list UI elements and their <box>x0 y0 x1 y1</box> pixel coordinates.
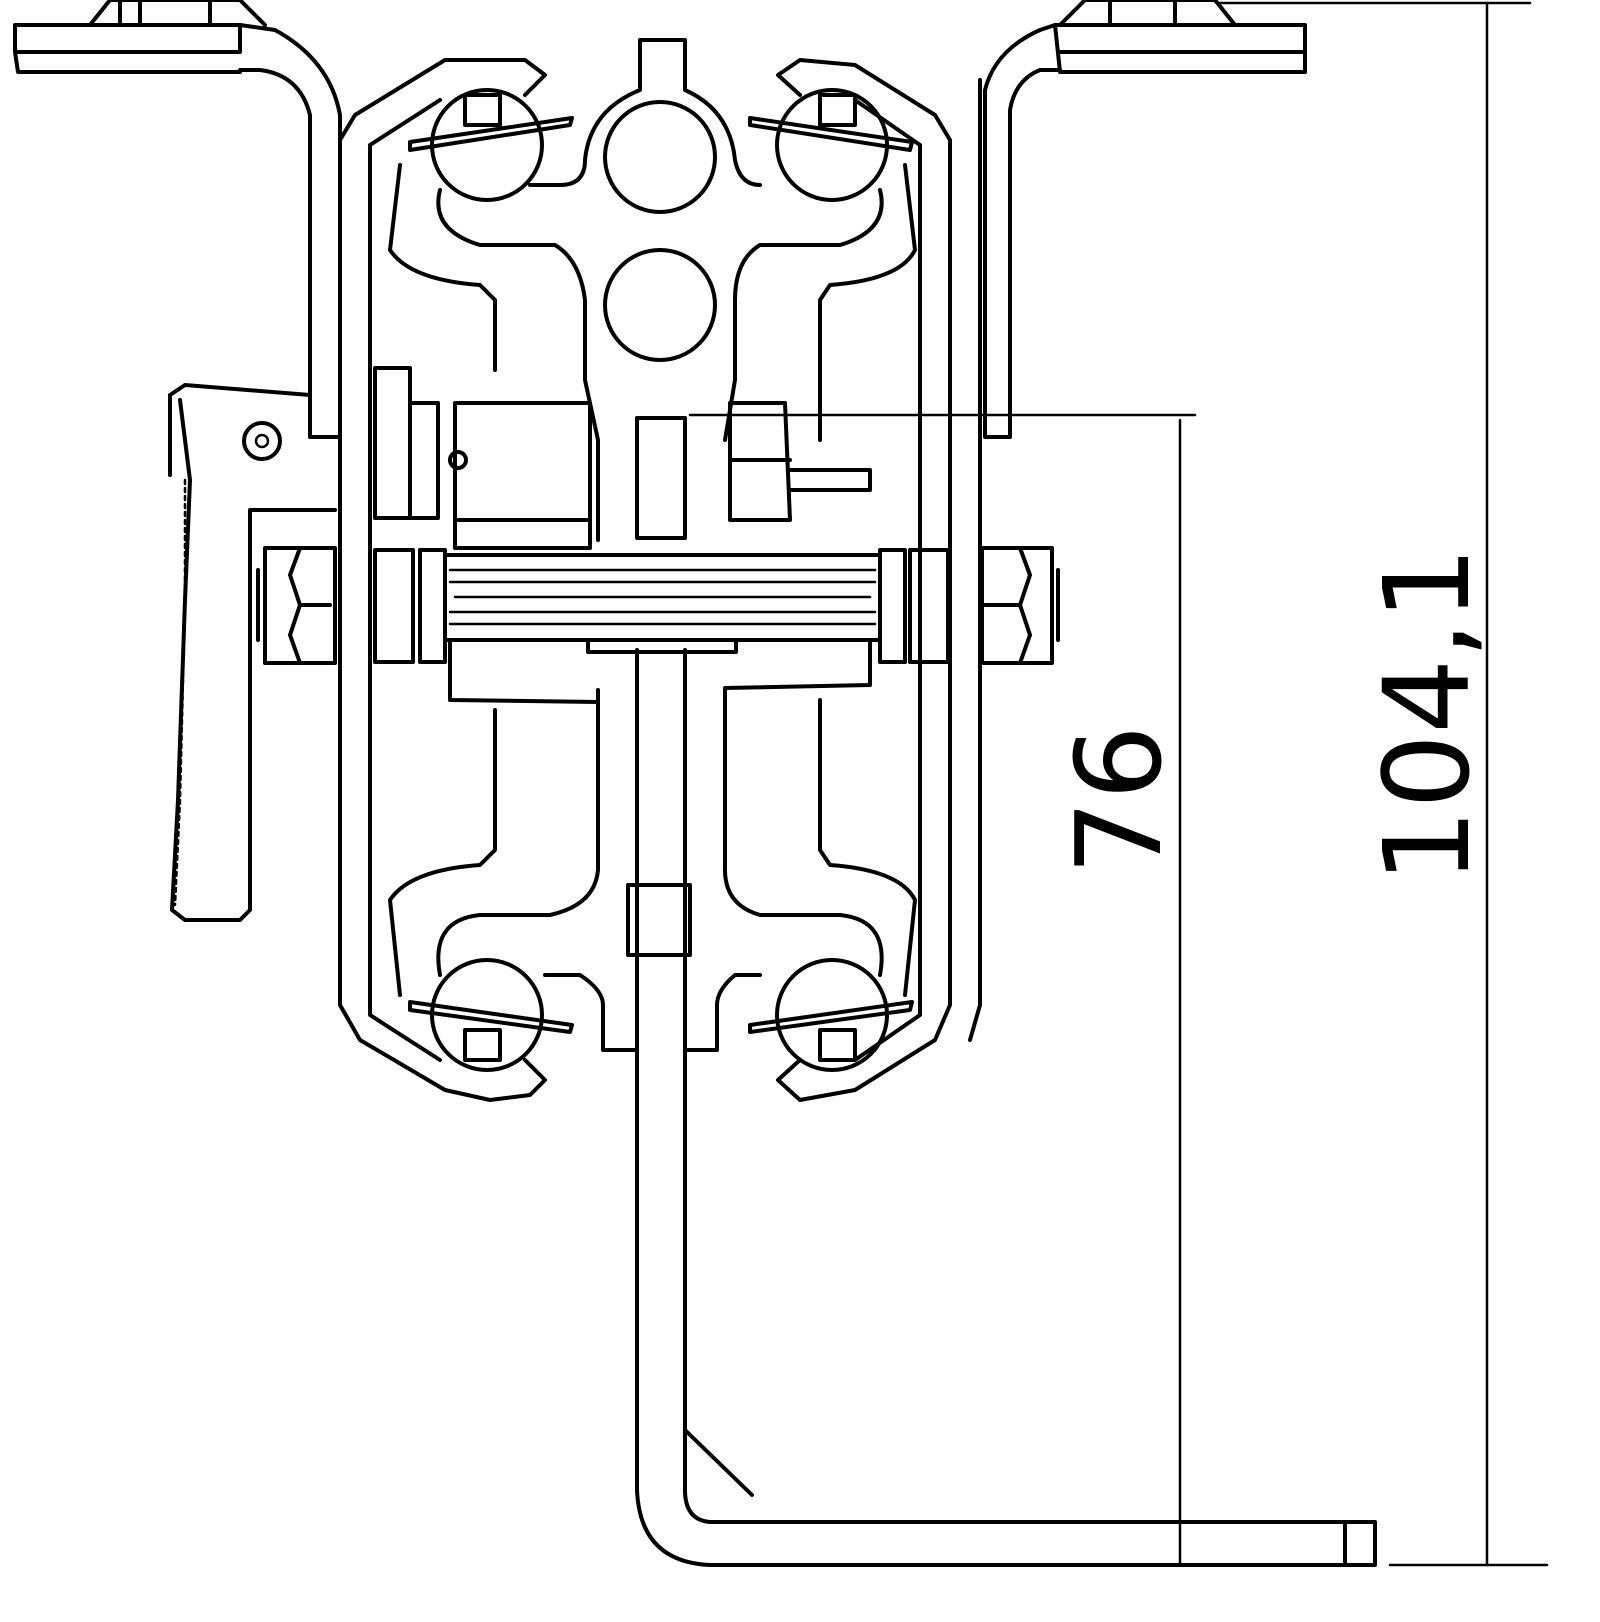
lower-arm <box>626 648 1377 1567</box>
left-nut <box>256 546 337 665</box>
hinge-shaft <box>373 548 950 704</box>
right-mounting-plate <box>1053 0 1307 74</box>
left-mounting-plate <box>13 0 267 74</box>
dimension-label-76: 76 <box>1050 725 1188 875</box>
pivot-holes <box>603 100 717 362</box>
dimension-76 <box>688 413 1197 1567</box>
dimension-104-1 <box>1218 1 1549 1567</box>
dimension-label-104-1: 104,1 <box>1358 546 1496 884</box>
hinge-housing <box>338 38 982 1102</box>
left-bracket <box>238 23 342 439</box>
right-nut <box>980 546 1060 665</box>
screws <box>408 88 914 1072</box>
center-block <box>373 366 872 550</box>
right-bracket <box>983 23 1062 439</box>
lever-handle <box>168 383 337 922</box>
